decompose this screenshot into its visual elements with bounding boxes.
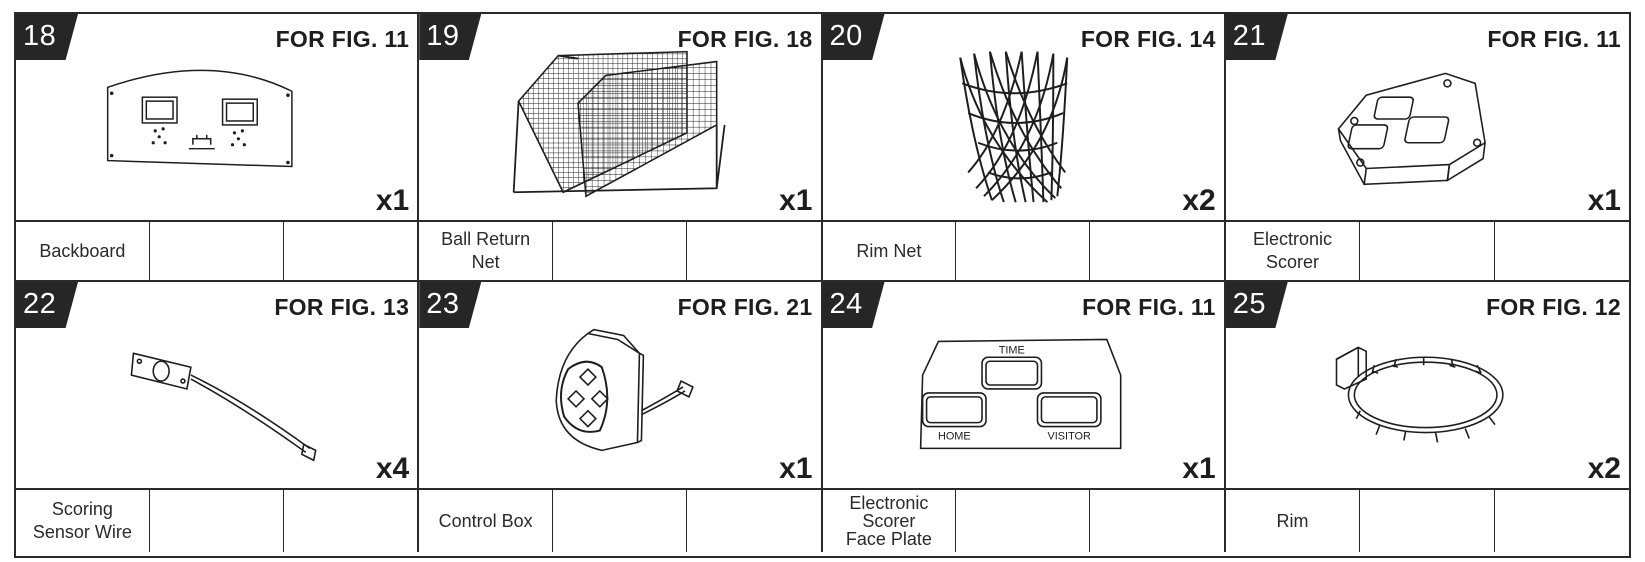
blank-cell bbox=[1360, 222, 1495, 280]
parts-sheet: 18 FOR FIG. 11 x1 19 FOR FIG. 18 bbox=[14, 12, 1631, 558]
part-21-figure: 21 FOR FIG. 11 x1 bbox=[1225, 14, 1629, 222]
part-name: Ball Return Net bbox=[441, 229, 531, 272]
part-number: 23 bbox=[426, 288, 460, 320]
part-21-name-row: Electronic Scorer bbox=[1225, 222, 1629, 282]
part-23-figure: 23 FOR FIG. 21 x1 bbox=[419, 282, 823, 490]
part-23-name-row: Control Box bbox=[419, 490, 823, 552]
number-tab bbox=[16, 14, 78, 60]
for-fig-label: FOR FIG. 21 bbox=[677, 294, 813, 320]
blank-cell bbox=[553, 490, 687, 552]
time-label: TIME bbox=[998, 344, 1024, 356]
part-name: Control Box bbox=[438, 510, 533, 531]
quantity: x2 bbox=[1587, 452, 1621, 485]
for-fig-label: FOR FIG. 11 bbox=[1082, 294, 1216, 320]
number-tab bbox=[1225, 282, 1288, 328]
part-20-name-row: Rim Net bbox=[822, 222, 1226, 282]
quantity: x1 bbox=[375, 184, 410, 217]
number-tab bbox=[1225, 14, 1288, 60]
for-fig-label: FOR FIG. 11 bbox=[275, 26, 410, 52]
part-name: Electronic Scorer bbox=[1252, 229, 1332, 272]
blank-cell bbox=[284, 222, 418, 280]
blank-cell bbox=[1360, 490, 1495, 552]
blank-cell bbox=[1090, 490, 1224, 552]
blank-cell bbox=[150, 490, 284, 552]
number-tab bbox=[419, 14, 482, 60]
blank-cell bbox=[284, 490, 418, 552]
number-tab bbox=[419, 282, 482, 328]
quantity: x1 bbox=[779, 452, 813, 485]
part-18-figure: 18 FOR FIG. 11 x1 bbox=[16, 14, 420, 222]
part-19-name-row: Ball Return Net bbox=[419, 222, 823, 282]
part-name: Backboard bbox=[39, 240, 126, 261]
for-fig-label: FOR FIG. 11 bbox=[1487, 26, 1621, 52]
blank-cell bbox=[687, 490, 821, 552]
for-fig-label: FOR FIG. 12 bbox=[1486, 294, 1621, 320]
blank-cell bbox=[687, 222, 821, 280]
quantity: x4 bbox=[375, 452, 410, 485]
part-19-figure: 19 FOR FIG. 18 x1 bbox=[419, 14, 823, 222]
blank-cell bbox=[1495, 490, 1629, 552]
part-number: 19 bbox=[426, 20, 460, 52]
part-22-figure: 22 FOR FIG. 13 x4 bbox=[16, 282, 420, 490]
part-number: 18 bbox=[23, 20, 57, 52]
part-24-name-row: Electronic Scorer Face Plate bbox=[823, 490, 1226, 552]
blank-cell bbox=[956, 222, 1090, 280]
blank-cell bbox=[553, 222, 687, 280]
part-24-figure: 24 FOR FIG. 11 TIME HOME VISITOR x1 bbox=[822, 282, 1226, 490]
quantity: x1 bbox=[779, 184, 813, 217]
quantity: x2 bbox=[1182, 184, 1216, 217]
home-label: HOME bbox=[937, 430, 970, 442]
part-number: 21 bbox=[1232, 20, 1267, 52]
blank-cell bbox=[1090, 222, 1224, 280]
visitor-label: VISITOR bbox=[1047, 430, 1090, 442]
part-number: 24 bbox=[829, 288, 863, 320]
part-number: 20 bbox=[829, 20, 863, 52]
part-25-figure: 25 FOR FIG. 12 x2 bbox=[1225, 282, 1629, 490]
for-fig-label: FOR FIG. 14 bbox=[1080, 26, 1216, 52]
blank-cell bbox=[1495, 222, 1629, 280]
part-name: Electronic Scorer Face Plate bbox=[845, 493, 932, 549]
quantity: x1 bbox=[1182, 452, 1216, 485]
part-20-figure: 20 FOR FIG. 14 x2 bbox=[822, 14, 1226, 222]
for-fig-label: FOR FIG. 18 bbox=[677, 26, 813, 52]
quantity: x1 bbox=[1587, 184, 1621, 217]
part-25-name-row: Rim bbox=[1226, 490, 1629, 552]
part-name: Scoring Sensor Wire bbox=[32, 499, 132, 542]
blank-cell bbox=[956, 490, 1090, 552]
for-fig-label: FOR FIG. 13 bbox=[274, 294, 410, 320]
part-22-name-row: Scoring Sensor Wire bbox=[16, 490, 420, 552]
part-number: 22 bbox=[23, 288, 57, 320]
part-name: Rim Net bbox=[856, 240, 922, 261]
part-name: Rim bbox=[1276, 510, 1309, 531]
part-18-name-row: Backboard bbox=[16, 222, 420, 282]
part-number: 25 bbox=[1232, 288, 1267, 320]
blank-cell bbox=[150, 222, 284, 280]
